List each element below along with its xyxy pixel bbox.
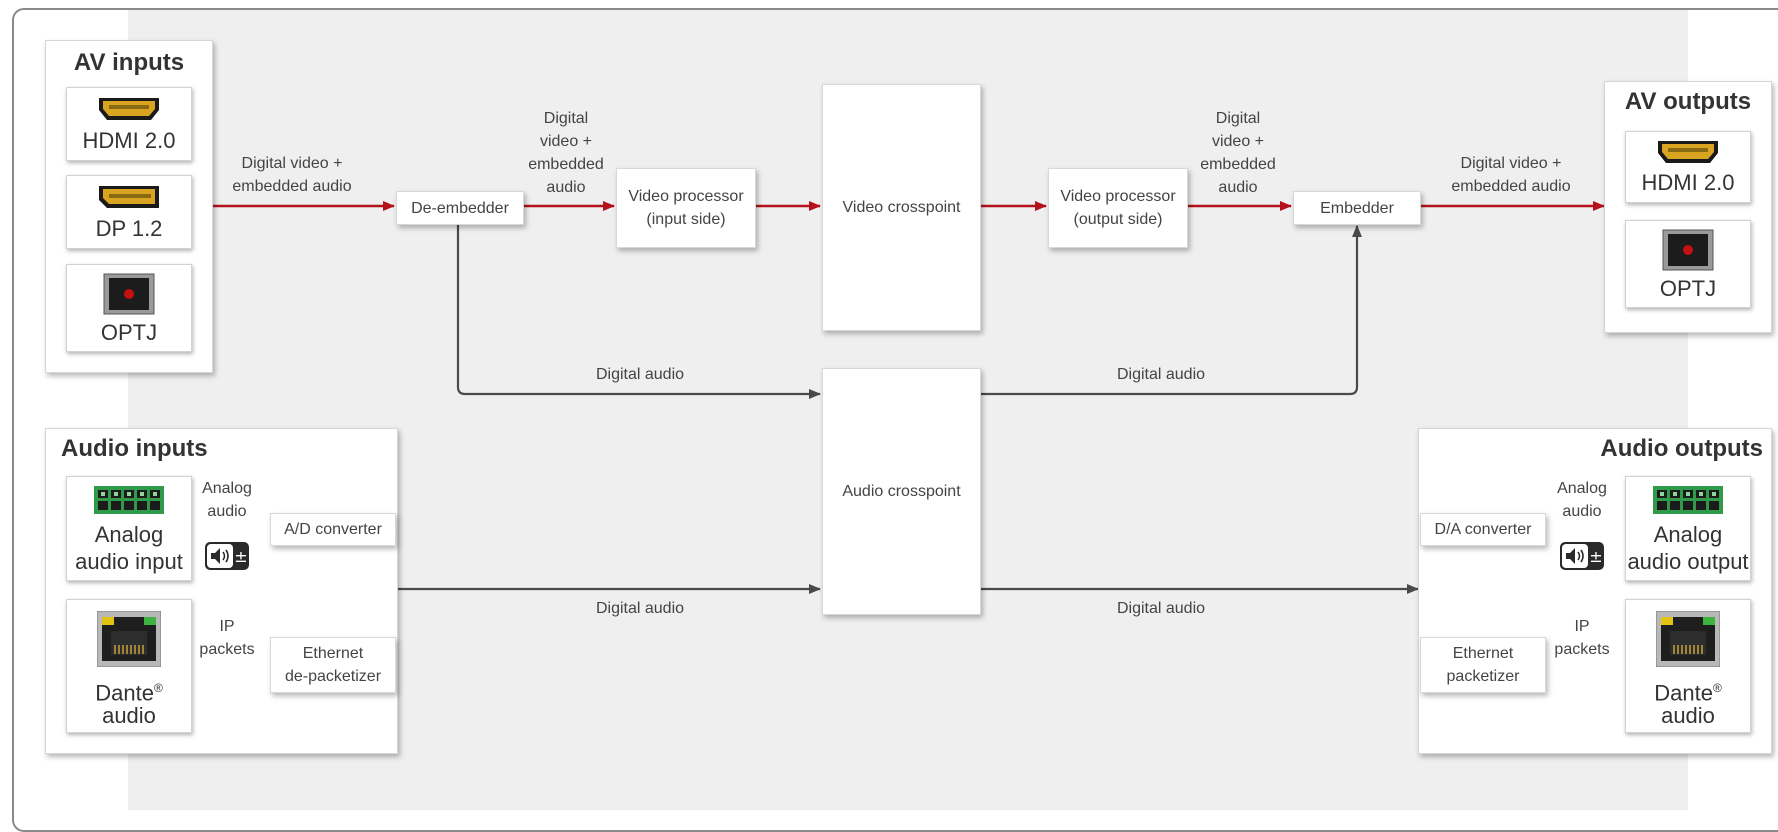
optj-output-label: OPTJ [1659, 276, 1717, 301]
optj-input-label: OPTJ [100, 320, 158, 345]
video-processor-output-block: Video processor (output side) [1048, 168, 1188, 248]
optj-output-port: OPTJ [1625, 220, 1751, 308]
wire-deembedder-to-ax [456, 225, 821, 399]
vp-out-label-2: (output side) [1073, 211, 1163, 228]
ethernet-depacketizer-block: Ethernet de-packetizer [270, 637, 396, 693]
eth-depack-label-1: Ethernet [302, 645, 364, 662]
ad-converter-block: A/D converter [270, 513, 396, 546]
dante-input-port: Dante® audio [66, 599, 192, 733]
terminal-block-icon [1653, 486, 1723, 514]
signal-label-digital-audio-top-right: Digital audio [1116, 366, 1206, 383]
signal-label-dv-1: Digital video +embedded audio [232, 155, 352, 195]
analog-output-port: Analog audio output [1625, 476, 1751, 581]
da-converter-label: D/A converter [1434, 521, 1532, 538]
dante-input-label-1: Dante® [95, 680, 163, 706]
audio-inputs-title: Audio inputs [61, 435, 208, 462]
audio-outputs-title: Audio outputs [1600, 435, 1763, 462]
svg-text:±: ± [234, 547, 247, 566]
hdmi-output-port: HDMI 2.0 [1625, 131, 1751, 203]
signal-label-digital-audio-top-left: Digital audio [595, 366, 685, 383]
analog-output-label-2: audio output [1627, 549, 1749, 574]
signal-label-digital-audio-bottom-right: Digital audio [1116, 600, 1206, 617]
hdmi-connector-icon [1658, 141, 1718, 163]
eth-depack-label-2: de-packetizer [284, 668, 382, 685]
video-crosspoint-label: Video crosspoint [842, 199, 961, 216]
svg-text:±: ± [1589, 547, 1602, 566]
hdmi-input-label: HDMI 2.0 [82, 128, 176, 153]
analog-input-label-1: Analog [94, 522, 164, 547]
dante-output-label-2: audio [1661, 703, 1715, 728]
dante-input-label-2: audio [102, 703, 156, 728]
embedder-label: Embedder [1320, 199, 1394, 217]
dante-output-label-1: Dante® [1654, 680, 1722, 706]
de-embedder-label: De-embedder [411, 199, 509, 217]
analog-input-port: Analog audio input [66, 476, 192, 581]
de-embedder-block: De-embedder [396, 191, 524, 225]
dp-input-label: DP 1.2 [95, 216, 163, 241]
optical-toslink-icon [103, 273, 155, 315]
optj-input-port: OPTJ [66, 264, 192, 352]
video-processor-input-block: Video processor (input side) [616, 168, 756, 248]
av-inputs-title: AV inputs [73, 49, 185, 76]
audio-crosspoint-block: Audio crosspoint [822, 368, 981, 615]
ethernet-packetizer-block: Ethernet packetizer [1420, 637, 1546, 693]
ad-converter-label: A/D converter [284, 521, 382, 538]
da-converter-block: D/A converter [1420, 513, 1546, 546]
wire-ax-to-embedder [979, 225, 1362, 396]
volume-adjust-icon: ± [1560, 542, 1604, 570]
vp-out-label-1: Video processor [1060, 188, 1176, 205]
terminal-block-icon [94, 486, 164, 514]
audio-crosspoint-label: Audio crosspoint [842, 483, 961, 500]
hdmi-connector-icon [99, 98, 159, 120]
rj45-ethernet-icon [1656, 611, 1720, 667]
analog-input-label-2: audio input [75, 549, 183, 574]
dp-input-port: DP 1.2 [66, 175, 192, 249]
signal-label-digital-audio-bottom-left: Digital audio [595, 600, 685, 617]
av-outputs-title: AV outputs [1624, 88, 1752, 115]
hdmi-input-port: HDMI 2.0 [66, 87, 192, 161]
embedder-block: Embedder [1293, 191, 1421, 225]
dante-output-port: Dante® audio [1625, 599, 1751, 733]
vp-in-label-2: (input side) [646, 211, 726, 228]
eth-pack-label-1: Ethernet [1452, 645, 1514, 662]
hdmi-output-label: HDMI 2.0 [1641, 170, 1735, 195]
volume-adjust-icon: ± [205, 542, 249, 570]
video-crosspoint-block: Video crosspoint [822, 84, 981, 331]
vp-in-label-1: Video processor [628, 188, 744, 205]
analog-output-label-1: Analog [1653, 522, 1723, 547]
rj45-ethernet-icon [97, 611, 161, 667]
eth-pack-label-2: packetizer [1446, 668, 1520, 685]
optical-toslink-icon [1662, 229, 1714, 271]
displayport-connector-icon [99, 186, 159, 208]
signal-label-dv-4: Digital video +embedded audio [1451, 155, 1571, 195]
